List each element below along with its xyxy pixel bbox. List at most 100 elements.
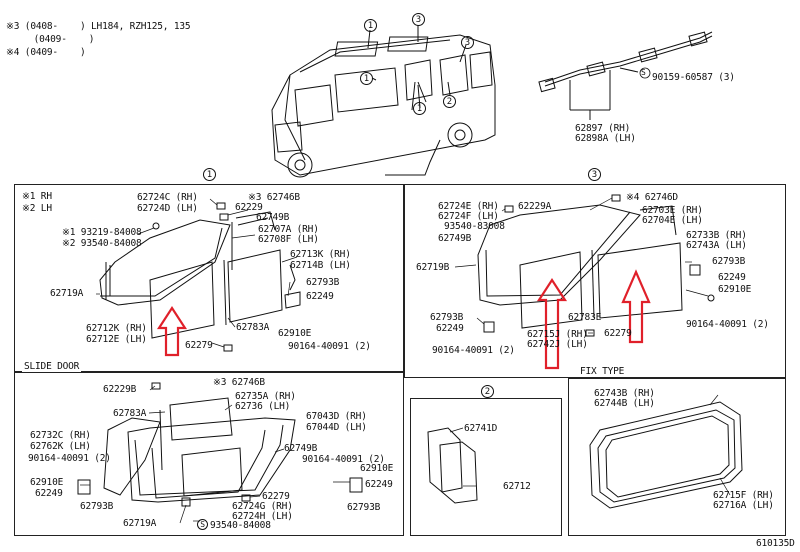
p3-label: 62724F (LH) — [438, 211, 499, 222]
van-illustration — [271, 25, 496, 178]
marker-3: 3 — [412, 13, 425, 26]
p3-label: 62703E (RH) — [642, 205, 703, 216]
panel3-frame — [404, 184, 786, 378]
p1-label: 62793B — [306, 277, 340, 288]
screw-s-symbol: S — [641, 68, 646, 77]
p1-label: 62712K (RH) — [86, 323, 147, 334]
panel1-frame — [14, 184, 404, 372]
sd-label: 62762K (LH) — [30, 441, 91, 452]
marker-2: 2 — [443, 95, 456, 108]
strip-rh-label: 62897 (RH) — [575, 123, 631, 134]
sd-label: 62719A — [123, 518, 157, 529]
p2-label: 62741D — [464, 423, 498, 434]
fix-type-frame — [568, 378, 786, 536]
strip-bolt-label: 90159-60587 (3) — [652, 72, 735, 83]
sd-label: 90164-40091 (2) — [302, 454, 385, 465]
p1-label: 62714B (LH) — [290, 260, 351, 271]
p3-label: 93540-83008 — [444, 221, 505, 232]
p1-label: 62708F (LH) — [258, 234, 319, 245]
p1-label: 62279 — [185, 340, 213, 351]
sd-label: 90164-40091 (2) — [28, 453, 111, 464]
p1-label: 62229 — [235, 202, 263, 213]
sd-label: 62249 — [35, 488, 63, 499]
panel3-marker: 3 — [588, 168, 601, 181]
figure-id: 610135D — [756, 538, 795, 549]
p1-label: 62713K (RH) — [290, 249, 351, 260]
strip-lh-label: 62898A (LH) — [575, 133, 636, 144]
p3-label: 62910E — [718, 284, 752, 295]
p3-label: 62229A — [518, 201, 552, 212]
sd-label: 93540-84008 — [210, 520, 271, 531]
p3-label: 62742J (LH) — [527, 339, 588, 350]
p3-label: 62719B — [416, 262, 450, 273]
sd-label: 62249 — [365, 479, 393, 490]
p1-label: 62712E (LH) — [86, 334, 147, 345]
p3-label: 62704E (LH) — [642, 215, 703, 226]
sd-label: 62736 (LH) — [235, 401, 291, 412]
fix-label: 62744B (LH) — [594, 398, 655, 409]
p2-label: 62712 — [503, 481, 531, 492]
sd-label: 62732C (RH) — [30, 430, 91, 441]
sd-label: 62724G (RH) — [232, 501, 293, 512]
panel3-window-parts — [477, 194, 715, 337]
marker-3b: 3 — [461, 36, 474, 49]
fix-label: 62716A (LH) — [713, 500, 774, 511]
p1-label: 62783A — [236, 322, 270, 333]
slide-door-title: SLIDE DOOR — [22, 361, 82, 372]
p3-label: 62279 — [604, 328, 632, 339]
p1-label: 62910E — [278, 328, 312, 339]
sd-label: 62229B — [103, 384, 137, 395]
panel2-marker: 2 — [481, 385, 494, 398]
fix-label: 62715F (RH) — [713, 490, 774, 501]
sd-label: 67043D (RH) — [306, 411, 367, 422]
marker-1: 1 — [364, 19, 377, 32]
p3-label: 90164-40091 (2) — [432, 345, 515, 356]
sd-label: 62724H (LH) — [232, 511, 293, 522]
p1-label: 62249 — [306, 291, 334, 302]
marker-1c: 1 — [413, 102, 426, 115]
panel2-frame — [410, 398, 562, 536]
roof-strip-illustration — [538, 31, 713, 120]
sd-label: 62910E — [30, 477, 64, 488]
note-line-1: ※3 (0408- ) LH184, RZH125, 135 — [6, 21, 191, 32]
p1-label: 62719A — [50, 288, 84, 299]
screw-s-symbol: S — [197, 519, 208, 530]
sd-label: 62735A (RH) — [235, 391, 296, 402]
p3-label: 62793B — [430, 312, 464, 323]
sd-label: 62910E — [360, 463, 394, 474]
p3-label: 62249 — [436, 323, 464, 334]
p3-label: 62793B — [712, 256, 746, 267]
fix-type-parts — [589, 401, 743, 509]
p1-label: 62707A (RH) — [258, 224, 319, 235]
p3-label: 62749B — [438, 233, 472, 244]
sd-label: 62749B — [284, 443, 318, 454]
panel1-note-lh: ※2 LH — [22, 203, 52, 214]
sd-label: 62793B — [347, 502, 381, 513]
p1-label: 90164-40091 (2) — [288, 341, 371, 352]
sd-label: 62783A — [113, 408, 147, 419]
sd-label: 62279 — [262, 491, 290, 502]
p3-label: 62783E — [568, 312, 602, 323]
fix-type-title: FIX TYPE — [578, 366, 627, 377]
panel1-note-rh: ※1 RH — [22, 191, 52, 202]
p3-label: 62733B (RH) — [686, 230, 747, 241]
panel1-marker: 1 — [203, 168, 216, 181]
note-line-2: (0409- ) — [6, 34, 95, 45]
highlight-arrows — [156, 269, 651, 370]
panel2-parts — [427, 427, 478, 504]
p3-label: 90164-40091 (2) — [686, 319, 769, 330]
p3-label: 62715J (RH) — [527, 329, 588, 340]
p1-label: ※2 93540-84008 — [62, 238, 142, 249]
p3-label: 62724E (RH) — [438, 201, 499, 212]
p3-label: 62743A (LH) — [686, 240, 747, 251]
p3-label: ※4 62746D — [626, 192, 678, 203]
marker-1b: 1 — [360, 72, 373, 85]
sd-label: 67044D (LH) — [306, 422, 367, 433]
slide-door-frame — [14, 372, 404, 536]
p3-label: 62249 — [718, 272, 746, 283]
p1-label: 62724D (LH) — [137, 203, 198, 214]
p1-label: ※1 93219-84008 — [62, 227, 142, 238]
fix-label: 62743B (RH) — [594, 388, 655, 399]
p1-label: 62749B — [256, 212, 290, 223]
